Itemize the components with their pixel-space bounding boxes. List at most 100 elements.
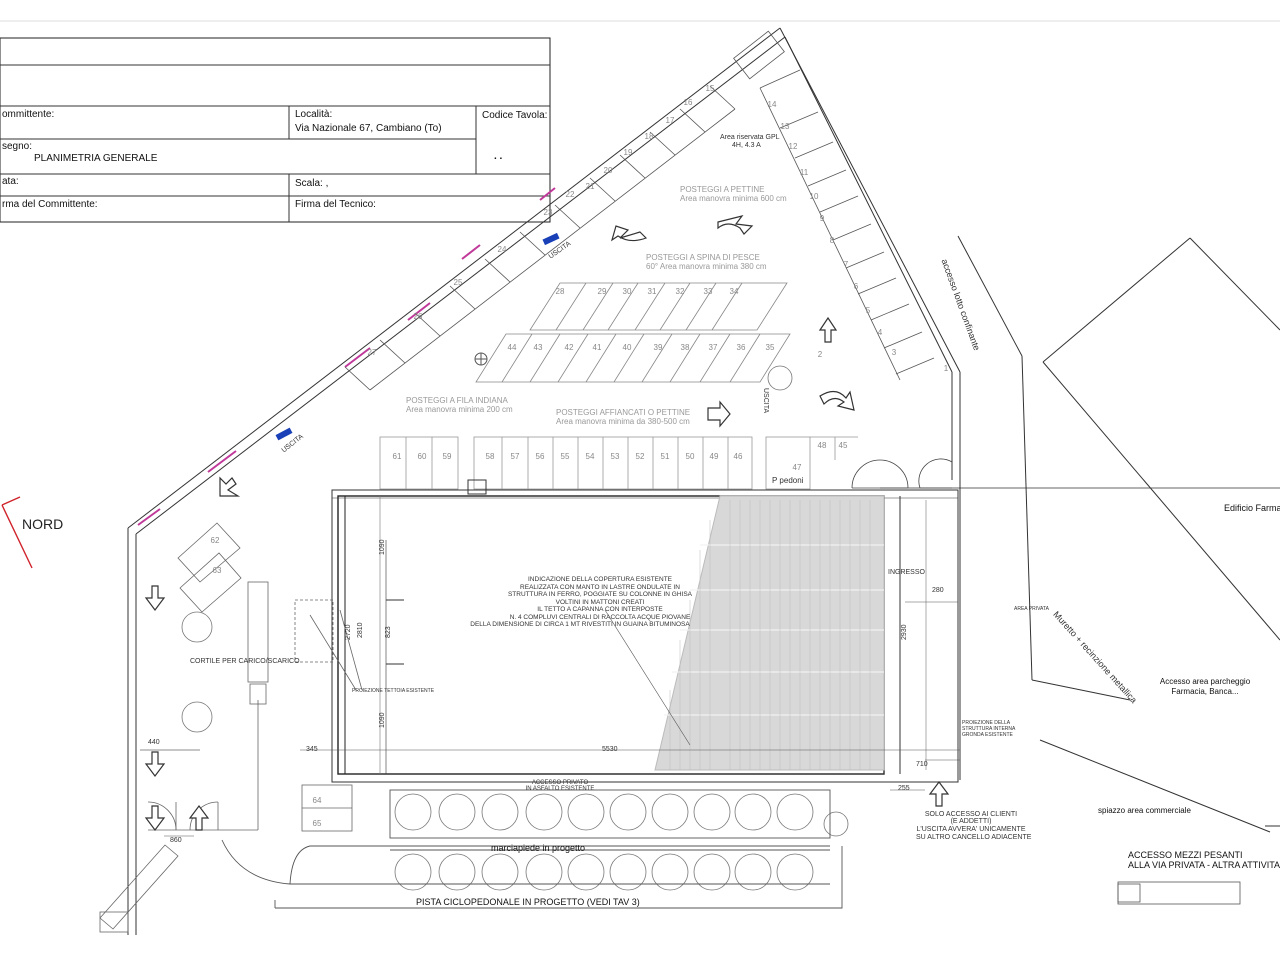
marciapiede-label: marciapiede in progetto — [491, 843, 586, 853]
stall-number: 23 — [543, 208, 553, 217]
exit-markers — [275, 232, 560, 441]
ingresso-label: INGRESSO — [888, 569, 925, 576]
roof-note-6: N. 4 COMPLUVI CENTRALI DI RACCOLTA ACQUE… — [509, 613, 691, 621]
cycle-path — [221, 789, 843, 909]
stall-number: 44 — [507, 343, 517, 352]
stall-number: 53 — [610, 452, 620, 461]
solo-accesso-label: SOLO ACCESSO AI CLIENTI — [924, 811, 1018, 818]
dimension-label: 5530 — [602, 746, 618, 753]
stalls-diagonal-left — [344, 85, 736, 391]
pettine-sub: Area manovra minima 600 cm — [680, 194, 787, 203]
stall-number: 25 — [453, 278, 463, 287]
dimension-label: 710 — [916, 761, 928, 768]
gpl-area-sub: 4H, 4.3 A — [732, 142, 761, 149]
proiezione-gronda-label: PROIEZIONE DELLA STRUTTURA INTERNA GROND… — [962, 720, 1016, 738]
dimension-label: 345 — [306, 746, 318, 753]
stall-number: 60 — [417, 452, 427, 461]
stall-number: 14 — [767, 100, 777, 109]
localita-label: Località: — [295, 109, 333, 120]
title-block-frame — [0, 37, 551, 223]
front-row-stalls — [379, 436, 858, 490]
dimension-label: 255 — [898, 785, 910, 792]
dimension-label: 860 — [170, 837, 182, 844]
arrow-right-curve-icon — [717, 215, 754, 235]
gates — [851, 458, 953, 489]
stall-number: 39 — [653, 343, 663, 352]
data-label: ata: — [2, 176, 19, 187]
stall-number: 27 — [367, 348, 377, 357]
stall-number: 45 — [838, 441, 848, 450]
roof-note-4: VOLTINI IN MATTONI CREATI — [555, 598, 645, 606]
accesso-area-label: Accesso area parcheggio — [1159, 677, 1251, 686]
stall-number: 8 — [829, 236, 835, 245]
arrow-up-icon-2 — [188, 805, 210, 831]
stall-number: 20 — [603, 166, 613, 175]
exit-label-3: USCITA — [762, 388, 769, 414]
arrow-down-icon-3 — [144, 805, 166, 831]
accesso-area-sub: Farmacia, Banca... — [1171, 687, 1239, 696]
truck-icon — [1117, 881, 1241, 905]
roof-note-2: REALIZZATA CON MANTO IN LASTRE ONDULATE … — [520, 583, 680, 591]
stall-number: 34 — [729, 287, 739, 296]
stall-number: 21 — [585, 182, 595, 191]
stall-number: 7 — [843, 260, 849, 269]
arrow-up-icon-3 — [928, 781, 950, 807]
north-arrow-icon — [1, 496, 33, 569]
pista-label: PISTA CICLOPEDONALE IN PROGETTO (VEDI TA… — [416, 897, 640, 907]
dimension-label: 823 — [385, 626, 392, 638]
spina-title: POSTEGGI A SPINA DI PESCE — [646, 253, 760, 262]
gpl-area-label: Area riservata GPL — [720, 134, 780, 141]
accesso-privato-sub: IN ASFALTO ESISTENTE — [525, 786, 595, 792]
stall-number: 15 — [705, 84, 715, 93]
stall-number: 11 — [799, 168, 809, 177]
stall-number: 47 — [792, 463, 802, 472]
stall-number: 43 — [533, 343, 543, 352]
stall-number: 64 — [312, 796, 322, 805]
stall-number: 12 — [788, 142, 798, 151]
stall-number: 28 — [555, 287, 565, 296]
stall-number: 37 — [708, 343, 718, 352]
stall-number: 13 — [780, 122, 790, 131]
stall-number: 55 — [560, 452, 570, 461]
accesso-privato-label: ACCESSO PRIVATO — [531, 780, 589, 786]
stall-number: 65 — [312, 819, 322, 828]
stall-number: 48 — [817, 441, 827, 450]
existing-roof-hatch — [604, 495, 885, 771]
localita-value: Via Nazionale 67, Cambiano (To) — [295, 123, 442, 134]
stall-number: 41 — [592, 343, 602, 352]
fila-sub: Area manovra minima 200 cm — [406, 405, 513, 414]
boundary-markers — [137, 187, 556, 526]
codice-label: Codice Tavola: — [482, 110, 548, 121]
disegno-value: PLANIMETRIA GENERALE — [34, 153, 158, 164]
spiazzo-label: spiazzo area commerciale — [1098, 806, 1191, 815]
stall-number: 50 — [685, 452, 695, 461]
stall-number: 22 — [565, 190, 575, 199]
dimension-label: 2720 — [345, 624, 352, 640]
arrow-up-icon — [818, 316, 838, 343]
stall-number: 33 — [703, 287, 713, 296]
stall-number: 5 — [865, 306, 871, 315]
dimension-lines — [164, 601, 960, 837]
stall-number: 38 — [680, 343, 690, 352]
edificio-label: Edificio Farmaci — [1224, 503, 1280, 513]
committente-label: ommittente: — [2, 109, 55, 120]
arrow-left-curve-icon — [610, 225, 648, 242]
stall-number: 54 — [585, 452, 595, 461]
affiancati-title: POSTEGGI AFFIANCATI O PETTINE — [556, 408, 691, 417]
herringbone-stalls — [475, 282, 791, 383]
stall-number: 40 — [622, 343, 632, 352]
lot-boundary — [127, 27, 1280, 935]
stall-number: 51 — [660, 452, 670, 461]
proiezione-tettoia-label: PROIEZIONE TETTOIA ESISTENTE — [352, 688, 435, 694]
stall-number: 42 — [564, 343, 574, 352]
firma-tecnico-label: Firma del Tecnico: — [295, 199, 376, 210]
solo-accesso-line4: SU ALTRO CANCELLO ADIACENTE — [916, 834, 1032, 841]
stall-number: 17 — [665, 116, 675, 125]
stall-number: 16 — [683, 98, 693, 107]
firma-committente-label: rma del Committente: — [2, 199, 98, 210]
courtyard-elements — [99, 522, 363, 933]
trees — [181, 365, 849, 891]
dimension-label: 2930 — [901, 624, 908, 640]
affiancati-sub: Area manovra minima da 380-500 cm — [556, 417, 690, 426]
stall-number: 2 — [817, 350, 823, 359]
